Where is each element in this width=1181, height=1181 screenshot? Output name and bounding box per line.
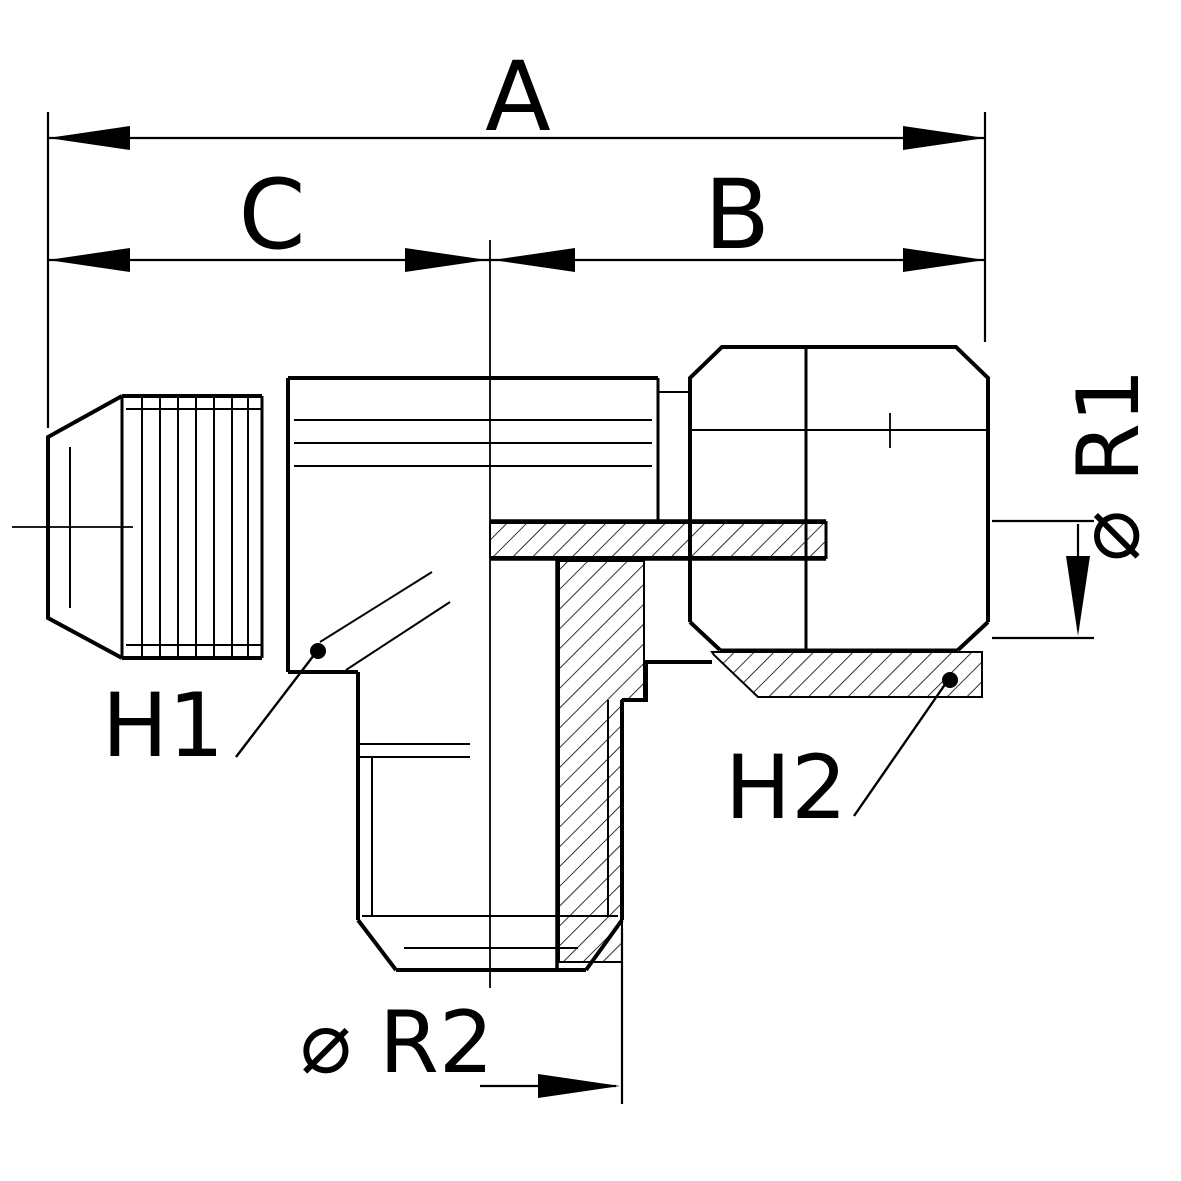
section-hatching bbox=[489, 522, 983, 963]
left-male-fitting bbox=[46, 394, 264, 660]
nut-chamfer-right bbox=[956, 620, 990, 652]
dimension-r1: ⌀ R1 bbox=[992, 368, 1159, 640]
internal-seat-line-2 bbox=[345, 601, 451, 671]
dimension-c-b: C B bbox=[48, 159, 985, 272]
arrowhead-c-right bbox=[405, 248, 487, 272]
arrowhead-r2 bbox=[538, 1074, 620, 1098]
arrowhead-c-left bbox=[48, 248, 130, 272]
hatch-horizontal-arm bbox=[489, 522, 827, 558]
arrowhead-a-left bbox=[48, 126, 130, 150]
swivel-nut bbox=[490, 345, 990, 652]
h2-leader-line bbox=[853, 682, 947, 817]
arrowhead-r1 bbox=[1066, 556, 1090, 636]
hatch-nut-bottom-strip bbox=[710, 651, 983, 698]
internal-seat-line-1 bbox=[319, 571, 433, 643]
arrowhead-b-left bbox=[493, 248, 575, 272]
label-dim-c: C bbox=[238, 159, 305, 271]
nut-chamfer-left bbox=[688, 620, 722, 652]
label-h2: H2 bbox=[725, 736, 847, 839]
label-h1: H1 bbox=[102, 674, 224, 777]
label-dim-a: A bbox=[485, 41, 551, 153]
hatch-branch-section bbox=[558, 560, 645, 963]
flare-cone-outline bbox=[46, 394, 123, 660]
bottom-branch bbox=[356, 559, 712, 972]
dimension-a: A bbox=[46, 41, 987, 428]
dimension-r2: ⌀ R2 bbox=[300, 928, 624, 1104]
thread-crests bbox=[141, 398, 249, 656]
callout-h1: H1 bbox=[102, 643, 326, 777]
label-r1: ⌀ R1 bbox=[1059, 368, 1159, 562]
callout-h2: H2 bbox=[725, 672, 958, 839]
central-body bbox=[286, 376, 690, 674]
arrowhead-b-right bbox=[903, 248, 985, 272]
arrowhead-a-right bbox=[903, 126, 985, 150]
h1-leader-line bbox=[235, 654, 315, 758]
nut-outline bbox=[688, 345, 990, 622]
label-r2: ⌀ R2 bbox=[300, 993, 494, 1093]
branch-chamfer-left bbox=[356, 918, 398, 972]
centerlines bbox=[12, 240, 891, 988]
label-dim-b: B bbox=[704, 159, 770, 271]
